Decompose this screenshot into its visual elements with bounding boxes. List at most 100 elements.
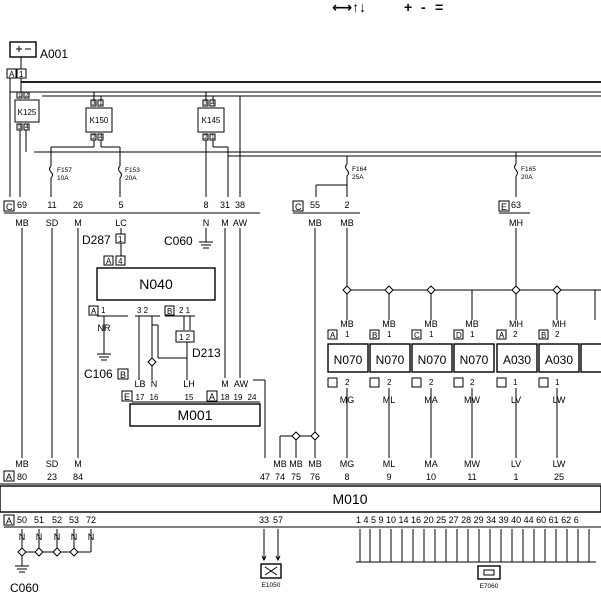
svg-text:53: 53 (69, 515, 79, 525)
svg-text:31: 31 (220, 200, 230, 210)
svg-text:3: 3 (204, 100, 208, 107)
battery-icon (9, 41, 37, 58)
diagram-toolbar: ⟷↑↓ + - = (332, 0, 443, 15)
svg-text:LB: LB (134, 379, 145, 389)
svg-text:63: 63 (511, 200, 521, 210)
svg-text:2: 2 (429, 378, 434, 387)
svg-text:72: 72 (86, 515, 96, 525)
e7060-component: E7060 (356, 529, 596, 590)
a030-b-label: A030 (545, 353, 573, 367)
svg-text:2: 2 (345, 378, 350, 387)
svg-text:1: 1 (429, 330, 434, 339)
svg-text:4: 4 (99, 134, 103, 141)
svg-text:25: 25 (554, 472, 564, 482)
k125-label: K125 (18, 108, 37, 117)
svg-text:8: 8 (344, 472, 349, 482)
fuse-f164: F164 25A (345, 156, 367, 197)
svg-text:MH: MH (509, 218, 523, 228)
svg-text:2 1: 2 1 (179, 306, 191, 315)
svg-text:MB: MB (308, 459, 322, 469)
zoom-fit-button[interactable]: = (435, 0, 443, 15)
a001-label: A001 (40, 47, 68, 61)
svg-text:M: M (221, 379, 229, 389)
c060-ground-upper: C060 (164, 234, 213, 249)
svg-text:ML: ML (383, 459, 396, 469)
svg-text:1: 1 (555, 378, 560, 387)
svg-text:1: 1 (387, 330, 392, 339)
svg-text:9: 9 (386, 472, 391, 482)
svg-text:F165: F165 (521, 166, 536, 173)
svg-text:1: 1 (211, 134, 215, 141)
svg-text:B: B (541, 331, 546, 340)
svg-text:A: A (209, 392, 215, 402)
svg-text:11: 11 (467, 472, 476, 482)
svg-text:MW: MW (464, 459, 480, 469)
svg-text:11: 11 (47, 200, 56, 210)
svg-text:F164: F164 (352, 166, 367, 173)
svg-text:1 2: 1 2 (179, 333, 191, 342)
svg-text:C106: C106 (84, 367, 113, 381)
svg-text:LV: LV (511, 395, 521, 405)
svg-text:MB: MB (340, 319, 354, 329)
svg-text:A: A (330, 331, 336, 340)
svg-text:C060: C060 (164, 234, 193, 248)
svg-text:N: N (54, 532, 61, 542)
k145-relay: 3 4 K145 2 1 (197, 92, 225, 141)
svg-text:F153: F153 (125, 167, 140, 174)
svg-text:3 2: 3 2 (137, 306, 149, 315)
zoom-out-button[interactable]: - (421, 0, 426, 15)
svg-text:4: 4 (211, 100, 215, 107)
nav-arrows-icon[interactable]: ⟷↑↓ (332, 0, 366, 15)
svg-text:16: 16 (150, 393, 159, 402)
svg-text:E1050: E1050 (262, 582, 281, 589)
svg-text:51: 51 (34, 515, 44, 525)
svg-text:N: N (71, 532, 78, 542)
ground-chain: N N N N N C060 (10, 529, 94, 595)
svg-text:MB: MB (382, 319, 396, 329)
svg-text:17: 17 (136, 393, 145, 402)
n040-label: N040 (139, 276, 173, 292)
e1050-component: E1050 (260, 529, 282, 589)
svg-text:20A: 20A (125, 175, 137, 182)
svg-text:MB: MB (424, 319, 438, 329)
svg-text:1: 1 (513, 472, 518, 482)
svg-text:MG: MG (340, 459, 355, 469)
n070-d-label: N070 (460, 353, 489, 367)
n070-b-label: N070 (376, 353, 405, 367)
svg-text:19: 19 (234, 393, 243, 402)
svg-text:A: A (499, 331, 505, 340)
svg-text:1: 1 (18, 92, 22, 99)
svg-text:LW: LW (553, 395, 566, 405)
svg-text:52: 52 (52, 515, 62, 525)
conn-letter-a: A (9, 70, 15, 79)
svg-text:F157: F157 (57, 167, 72, 174)
svg-text:A: A (91, 307, 97, 316)
svg-text:A: A (6, 472, 12, 482)
svg-text:8: 8 (203, 200, 208, 210)
n070-c-label: N070 (418, 353, 447, 367)
svg-text:LH: LH (183, 379, 195, 389)
svg-text:80: 80 (17, 472, 27, 482)
n040-module: A 4 N040 A 1 3 2 B 2 1 (88, 255, 216, 316)
svg-text:N: N (36, 532, 43, 542)
svg-text:55: 55 (310, 200, 320, 210)
svg-text:1: 1 (513, 378, 518, 387)
k150-label: K150 (90, 116, 109, 125)
svg-text:5: 5 (118, 200, 123, 210)
c106-ground: C106 B (84, 367, 129, 381)
zoom-in-button[interactable]: + (404, 0, 412, 15)
svg-text:2: 2 (25, 92, 29, 99)
connector-c-left: C (3, 200, 15, 212)
svg-text:2: 2 (470, 378, 475, 387)
svg-text:MH: MH (509, 319, 523, 329)
svg-text:LV: LV (511, 459, 521, 469)
svg-text:MB: MB (289, 459, 303, 469)
svg-text:20A: 20A (521, 174, 533, 181)
svg-text:E7060: E7060 (480, 583, 499, 590)
svg-text:B: B (120, 370, 126, 380)
svg-text:15: 15 (185, 393, 194, 402)
svg-text:LC: LC (115, 218, 127, 228)
svg-text:C: C (414, 331, 420, 340)
svg-text:1: 1 (118, 235, 123, 244)
